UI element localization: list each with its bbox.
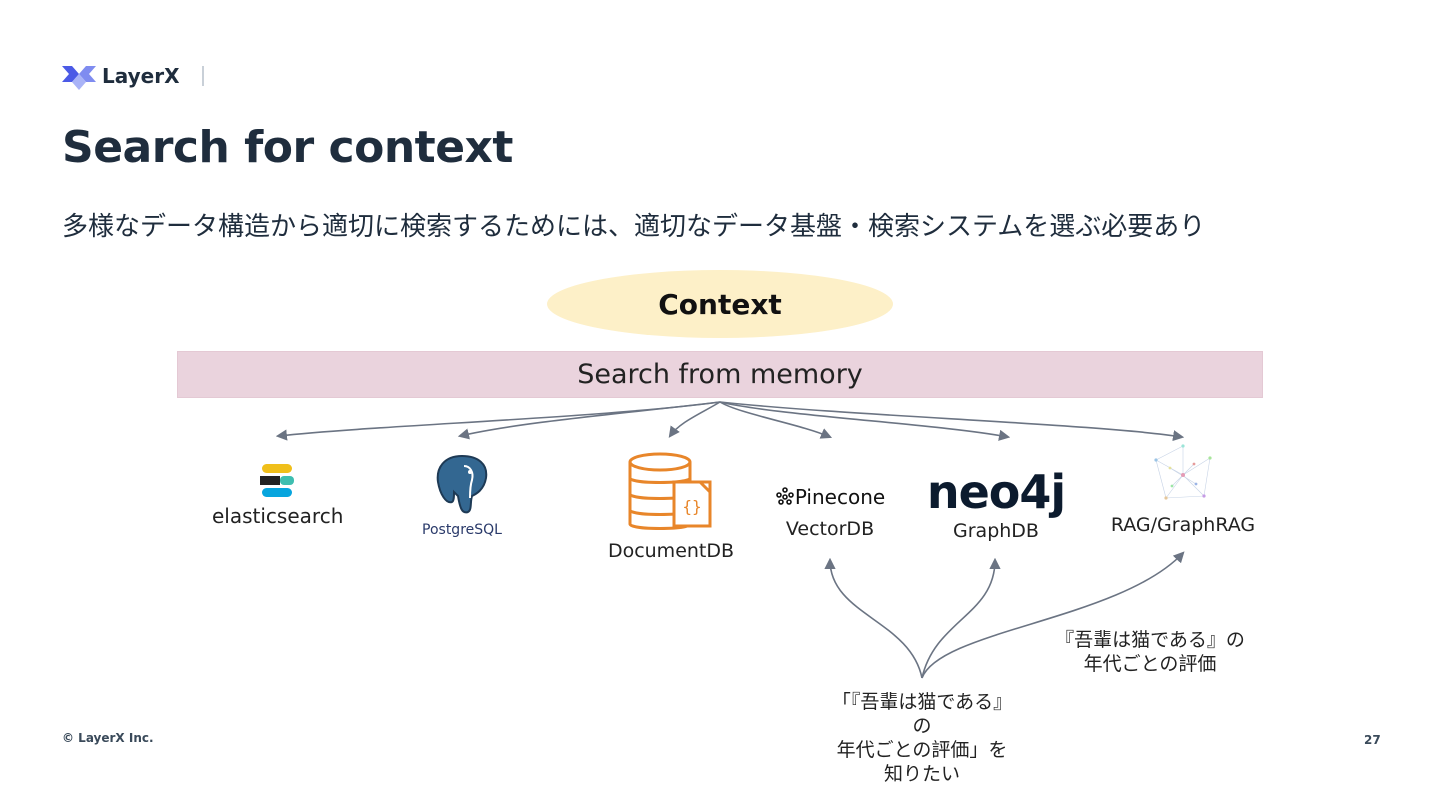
node-graphdb: neo4j GraphDB — [927, 465, 1066, 542]
arrow-query-to-graphdb — [921, 557, 1001, 679]
postgresql-wordmark: PostgreSQL — [422, 522, 502, 538]
neo4j-logo: neo4j — [927, 465, 1066, 519]
neo4j-wordmark: neo4j — [926, 465, 1066, 519]
arrow-to-elasticsearch — [275, 401, 721, 441]
arrow-query-to-rag — [921, 551, 1185, 679]
database-document-icon: {} — [628, 452, 712, 530]
arrow-to-graphdb — [719, 401, 1011, 441]
query-note-line: 年代ごとの評価」を — [836, 739, 1008, 761]
search-label: Search from memory — [577, 359, 863, 390]
arrow-to-rag — [719, 401, 1185, 442]
arrow-to-vectordb — [719, 401, 833, 439]
pinecone-logo: Pinecone — [770, 484, 890, 510]
query-note-line: 「『吾輩は猫である』 — [831, 691, 1013, 713]
node-rag: RAG/GraphRAG — [1108, 440, 1258, 536]
postgresql-elephant-icon — [436, 454, 488, 514]
page-number: 27 — [1364, 733, 1381, 747]
query-note: 「『吾輩は猫である』 の 年代ごとの評価」を 知りたい — [812, 690, 1032, 786]
arrow-to-postgresql — [457, 401, 721, 440]
brand-logo: LayerX — [62, 60, 222, 92]
graph-network-icon — [1154, 444, 1212, 500]
rag-label: RAG/GraphRAG — [1110, 514, 1256, 536]
vectordb-label: VectorDB — [785, 518, 875, 540]
pinecone-icon — [776, 487, 794, 505]
side-note-line: 『吾輩は猫である』の — [1055, 629, 1245, 651]
node-vectordb: Pinecone VectorDB — [770, 484, 890, 540]
query-note-line: 知りたい — [883, 763, 960, 785]
layerx-mark-icon — [62, 66, 96, 90]
node-documentdb: {} DocumentDB — [604, 452, 738, 562]
elasticsearch-wordmark: elasticsearch — [212, 504, 344, 528]
logo-divider — [201, 66, 204, 86]
context-ellipse: Context — [547, 270, 893, 338]
graphdb-label: GraphDB — [953, 520, 1039, 542]
page-subtitle: 多様なデータ構造から適切に検索するためには、適切なデータ基盤・検索システムを選ぶ… — [62, 212, 1206, 242]
arrow-query-to-vectordb — [824, 557, 923, 679]
page-title: Search for context — [62, 122, 513, 173]
query-note-line: の — [912, 715, 932, 737]
context-label: Context — [658, 287, 782, 321]
elasticsearch-logo-icon — [260, 464, 294, 497]
arrow-to-documentdb — [668, 401, 721, 438]
side-note: 『吾輩は猫である』の 年代ごとの評価 — [1030, 628, 1270, 676]
search-from-memory-bar: Search from memory — [177, 351, 1263, 398]
documentdb-label: DocumentDB — [607, 540, 735, 562]
node-elasticsearch: elasticsearch — [212, 462, 344, 528]
side-note-line: 年代ごとの評価 — [1083, 653, 1217, 675]
svg-text:{}: {} — [682, 497, 701, 516]
brand-name: LayerX — [102, 64, 180, 88]
pinecone-wordmark: Pinecone — [794, 485, 886, 509]
node-postgresql: PostgreSQL — [410, 452, 514, 538]
copyright: © LayerX Inc. — [62, 731, 154, 745]
